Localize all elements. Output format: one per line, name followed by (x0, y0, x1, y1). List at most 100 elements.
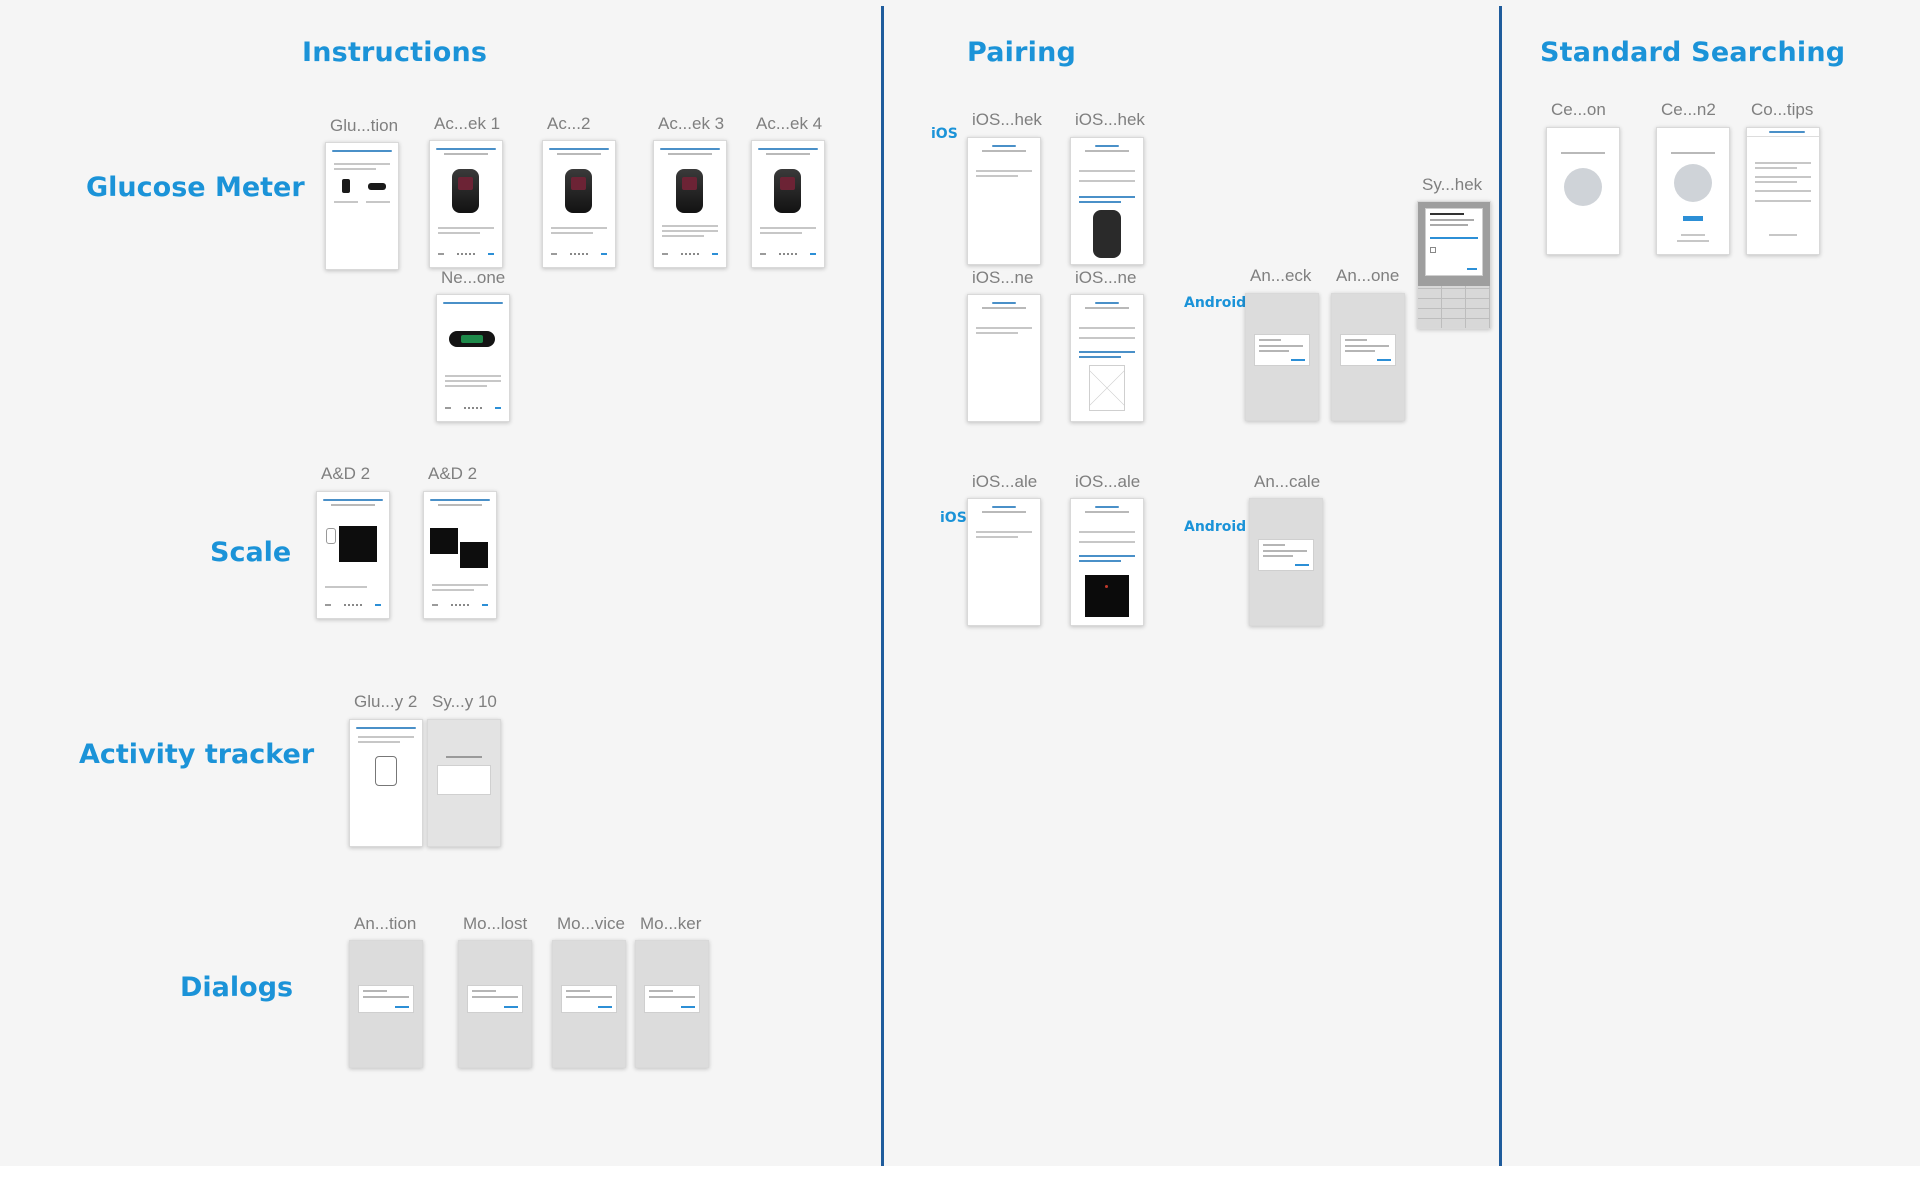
device-list-item (1079, 337, 1135, 339)
screen-thumbnail-ios-hek-1[interactable] (967, 137, 1041, 265)
platform-label-ios: iOS (940, 510, 967, 526)
thumbnail-title (436, 148, 496, 150)
thumbnail-text (1079, 201, 1121, 203)
screen-name: Ac...ek 3 (658, 114, 725, 133)
glucose-meter-image (1093, 210, 1121, 258)
screen-thumbnail-ac-ek-4[interactable] (751, 140, 825, 268)
screen-thumbnail-sy-y-10[interactable] (427, 719, 501, 847)
scale-image (1085, 575, 1129, 617)
next-link (375, 604, 381, 606)
screen-thumbnail-sy-hek[interactable] (1417, 201, 1491, 329)
screen-name: A&D 2 (321, 464, 371, 483)
thumbnail-text (1755, 162, 1811, 164)
thumbnail-text (1755, 181, 1797, 183)
screen-thumbnail-co-tips[interactable] (1746, 127, 1820, 255)
image-placeholder (1089, 365, 1125, 411)
thumbnail-subtitle (1085, 511, 1129, 513)
screen-thumbnail-mo-vice[interactable] (552, 940, 626, 1068)
thumbnail-title (549, 148, 609, 150)
number-keypad (1418, 286, 1490, 328)
device-list-item (1079, 180, 1135, 182)
thumbnail-title (992, 506, 1016, 508)
page-dots (457, 253, 475, 255)
screen-thumbnail-ios-hek-2[interactable] (1070, 137, 1144, 265)
dialog-text (472, 996, 518, 998)
screen-name: A&D 2 (428, 464, 478, 483)
progress-panel (437, 765, 491, 795)
screen-name: Mo...lost (463, 914, 528, 933)
thumbnail-text (1769, 234, 1797, 236)
device-list-item (976, 327, 1032, 329)
back-link (662, 253, 668, 255)
screen-thumbnail-glu-y-2[interactable] (349, 719, 423, 847)
next-link (495, 407, 501, 409)
dialog-text (472, 990, 496, 992)
thumbnail-text (1079, 555, 1135, 557)
glucose-meter-image (774, 169, 801, 213)
scale-image (339, 526, 377, 562)
thumbnail-text (1755, 190, 1811, 192)
screen-thumbnail-an-tion[interactable] (349, 940, 423, 1068)
thumbnail-text (445, 385, 487, 387)
screen-thumbnail-ce-on[interactable] (1546, 127, 1620, 255)
screen-thumbnail-ad-2-power-on[interactable] (316, 491, 390, 619)
dialog-action (1291, 359, 1305, 361)
thumbnail-text (1677, 240, 1709, 242)
next-link (482, 604, 488, 606)
thumbnail-text (432, 589, 474, 591)
screen-thumbnail-ios-ne-1[interactable] (967, 294, 1041, 422)
thumbnail-subtitle (331, 504, 375, 506)
thumbnail-text (358, 736, 414, 738)
screen-thumbnail-ac-ek-1[interactable] (429, 140, 503, 268)
screen-name: Mo...vice (557, 914, 626, 933)
thumbnail-text (334, 163, 390, 165)
back-link (325, 604, 331, 606)
screen-thumbnail-ac-2[interactable] (542, 140, 616, 268)
thumbnail-subtitle (557, 153, 601, 155)
device-list-item (1079, 170, 1135, 172)
page-dots (451, 604, 469, 606)
screen-name: iOS...ale (1075, 472, 1141, 491)
dialog-card (561, 985, 617, 1013)
dialog-text (1259, 350, 1289, 352)
thumbnail-title (1769, 131, 1805, 133)
glucose-meter-image (452, 169, 479, 213)
dialog-action (681, 1006, 695, 1008)
device-list-item (976, 536, 1018, 538)
screen-thumbnail-ad-2-enable-pairing[interactable] (423, 491, 497, 619)
dialog-action (1295, 564, 1309, 566)
thumbnail-text (445, 375, 501, 377)
next-link (712, 253, 718, 255)
screen-thumbnail-ios-ale-1[interactable] (967, 498, 1041, 626)
device-option-image (368, 183, 386, 190)
row-label-activity-tracker: Activity tracker (79, 739, 315, 770)
screen-name: An...tion (354, 914, 417, 933)
next-link (601, 253, 607, 255)
thumbnail-title (660, 148, 720, 150)
device-list-item (976, 332, 1018, 334)
screen-thumbnail-ce-n2[interactable] (1656, 127, 1730, 255)
screen-thumbnail-an-one[interactable] (1331, 293, 1405, 421)
section-title-standard-searching: Standard Searching (1540, 37, 1846, 68)
device-list-item (976, 170, 1032, 172)
screen-name: Ce...n2 (1661, 100, 1716, 119)
dialog-text (1345, 350, 1375, 352)
hand-image (326, 528, 336, 544)
device-list-item (1079, 541, 1135, 543)
platform-label-ios: iOS (931, 126, 958, 142)
dialog-text (566, 996, 612, 998)
screen-thumbnail-ne-one[interactable] (436, 294, 510, 422)
screen-thumbnail-mo-lost[interactable] (458, 940, 532, 1068)
thumbnail-text (325, 586, 367, 588)
screen-name: Sy...hek (1422, 175, 1483, 194)
thumbnail-subtitle (1085, 307, 1129, 309)
screen-thumbnail-mo-ker[interactable] (635, 940, 709, 1068)
screen-thumbnail-ac-ek-3[interactable] (653, 140, 727, 268)
thumbnail-subtitle (668, 153, 712, 155)
screen-thumbnail-an-cale[interactable] (1249, 498, 1323, 626)
screen-thumbnail-an-eck[interactable] (1245, 293, 1319, 421)
screen-thumbnail-ios-ale-2[interactable] (1070, 498, 1144, 626)
screen-thumbnail-glu-tion[interactable] (325, 142, 399, 270)
screen-name: An...eck (1250, 266, 1312, 285)
screen-thumbnail-ios-ne-2[interactable] (1070, 294, 1144, 422)
